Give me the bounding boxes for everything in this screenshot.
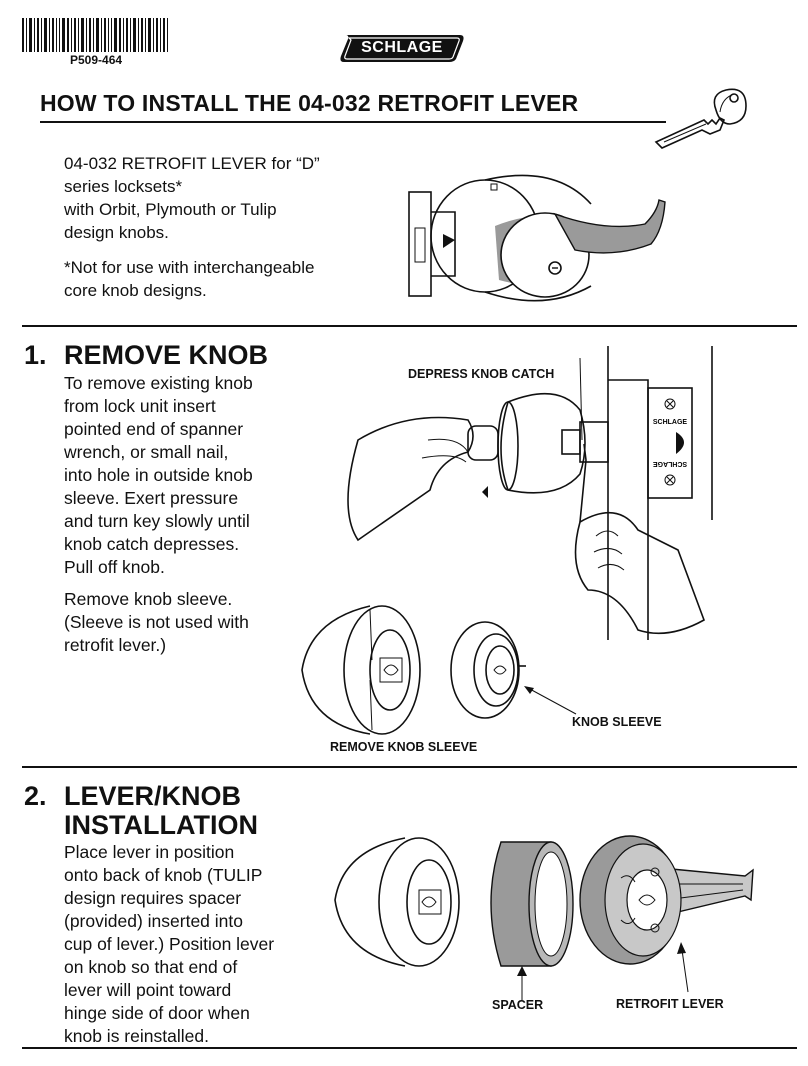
- intro-line: design knobs.: [64, 223, 169, 242]
- step2-title-line2: INSTALLATION: [64, 810, 258, 840]
- spacer-callout-arrow: [517, 966, 527, 1000]
- step1-sleeve-line: (Sleeve is not used with: [64, 612, 249, 632]
- intro-text: 04-032 RETROFIT LEVER for “D” series loc…: [64, 152, 384, 314]
- step1-sleeve-text: Remove knob sleeve. (Sleeve is not used …: [64, 588, 314, 657]
- callout-knob-sleeve: KNOB SLEEVE: [572, 715, 662, 729]
- step1-title: REMOVE KNOB: [64, 340, 269, 370]
- step1-line: and turn key slowly until: [64, 511, 250, 531]
- part-number: P509-464: [70, 53, 123, 67]
- section-rule: [22, 766, 797, 768]
- bottom-rule: [22, 1047, 797, 1049]
- step2-line: (provided) inserted into: [64, 911, 243, 931]
- sleeve-callout-arrow: [524, 686, 577, 715]
- step1-line: wrench, or small nail,: [64, 442, 229, 462]
- strike-label-inverted: SCHLAGE: [653, 460, 688, 467]
- intro-note-line: *Not for use with interchangeable: [64, 258, 315, 277]
- step2-title-line1: LEVER/KNOB: [64, 781, 242, 811]
- step2-line: knob is reinstalled.: [64, 1026, 209, 1046]
- step2-line: hinge side of door when: [64, 1003, 250, 1023]
- step2-line: onto back of knob (TULIP: [64, 865, 263, 885]
- title-rule: [40, 121, 666, 123]
- callout-retrofit-lever: RETROFIT LEVER: [616, 997, 724, 1011]
- remove-knob-illustration: SCHLAGE SCHLAGE: [347, 346, 713, 640]
- step1-line: Pull off knob.: [64, 557, 165, 577]
- step1-sleeve-line: Remove knob sleeve.: [64, 589, 233, 609]
- step1-text: To remove existing knob from lock unit i…: [64, 372, 314, 579]
- lever-lockset-illustration: [408, 174, 666, 302]
- step1-line: into hole in outside knob: [64, 465, 253, 485]
- strike-label: SCHLAGE: [653, 419, 688, 426]
- step2-line: lever will point toward: [64, 980, 232, 1000]
- intro-line: with Orbit, Plymouth or Tulip: [64, 200, 277, 219]
- remove-sleeve-illustration: [301, 605, 526, 735]
- intro-line: 04-032 RETROFIT LEVER for “D”: [64, 154, 320, 173]
- section-rule: [22, 325, 797, 327]
- schlage-logo: SCHLAGE: [338, 33, 466, 63]
- step2-heading: 2. LEVER/KNOB INSTALLATION: [24, 782, 258, 840]
- barcode: [22, 18, 168, 52]
- callout-depress-knob-catch: DEPRESS KNOB CATCH: [408, 367, 555, 381]
- step1-line: To remove existing knob: [64, 373, 253, 393]
- key-illustration: [654, 88, 747, 149]
- intro-note-line: core knob designs.: [64, 281, 207, 300]
- step2-line: on knob so that end of: [64, 957, 238, 977]
- step1-heading: 1. REMOVE KNOB: [24, 341, 268, 370]
- page-title: HOW TO INSTALL THE 04-032 RETROFIT LEVER: [40, 90, 579, 116]
- step2-text: Place lever in position onto back of kno…: [64, 841, 314, 1048]
- intro-note: *Not for use with interchangeable core k…: [64, 256, 384, 302]
- intro-line: series locksets*: [64, 177, 183, 196]
- step2-line: cup of lever.) Position lever: [64, 934, 275, 954]
- callout-remove-knob-sleeve: REMOVE KNOB SLEEVE: [330, 740, 478, 754]
- lever-callout-arrow: [677, 942, 689, 993]
- step2-number: 2.: [24, 781, 47, 811]
- step1-sleeve-line: retrofit lever.): [64, 635, 167, 655]
- step2-line: Place lever in position: [64, 842, 235, 862]
- intro-description: 04-032 RETROFIT LEVER for “D” series loc…: [64, 152, 384, 244]
- step1-line: sleeve. Exert pressure: [64, 488, 239, 508]
- callout-spacer: SPACER: [492, 998, 544, 1012]
- logo-text: SCHLAGE: [361, 39, 443, 56]
- step1-line: pointed end of spanner: [64, 419, 244, 439]
- step1-line: knob catch depresses.: [64, 534, 240, 554]
- lever-installation-illustration: [334, 835, 754, 967]
- step2-line: design requires spacer: [64, 888, 242, 908]
- step1-line: from lock unit insert: [64, 396, 216, 416]
- step1-number: 1.: [24, 340, 47, 370]
